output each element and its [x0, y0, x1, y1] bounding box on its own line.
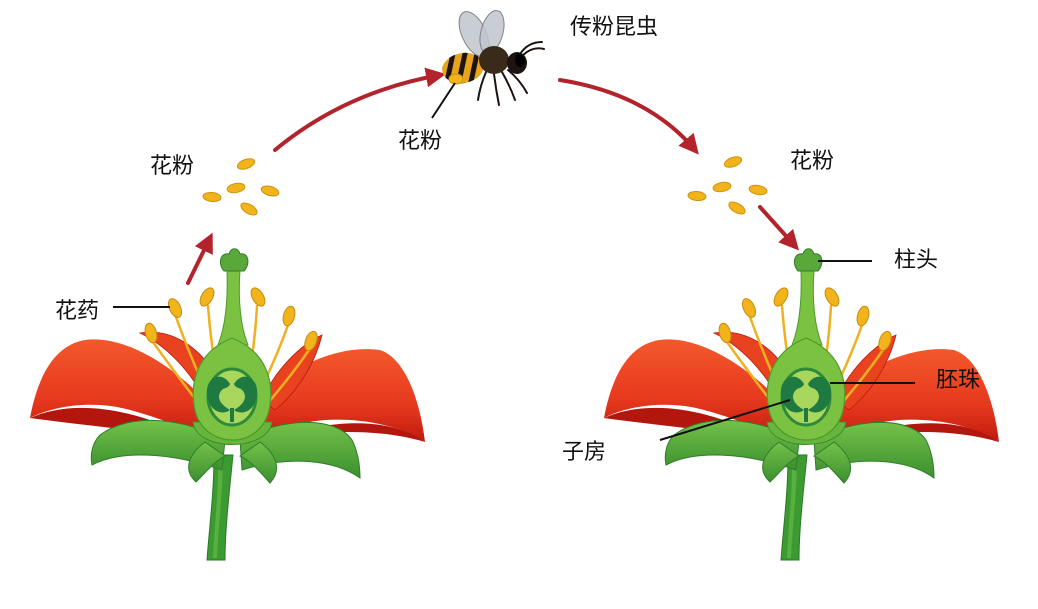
pollen-cluster-left: [202, 158, 280, 216]
label-ovule: 胚珠: [936, 368, 980, 393]
bee-antenna: [519, 41, 543, 55]
sepal-right: [239, 421, 361, 479]
anther: [250, 287, 266, 307]
right-flower: [602, 247, 1001, 562]
ovule-right: [234, 376, 258, 413]
pollen-grain: [748, 184, 768, 196]
arrow-anther-to-pollen: [186, 232, 213, 285]
pollen-grain: [687, 190, 707, 202]
pointer-bee-pollen: [431, 82, 456, 119]
petal-left-outer: [30, 339, 205, 440]
petal-right-underside: [270, 423, 425, 442]
pollen-grain: [728, 201, 746, 215]
pollen-cluster-right: [687, 156, 768, 215]
arrow-pollen-to-stigma: [758, 205, 800, 251]
sepal-lower-left: [188, 441, 226, 483]
pollen-grain: [202, 191, 222, 203]
anther: [199, 287, 215, 307]
style: [217, 269, 249, 346]
ovule-stalk: [230, 408, 234, 422]
label-pollen-left: 花粉: [150, 154, 194, 179]
pollen-grain: [712, 181, 732, 193]
pollen-grain: [226, 182, 246, 194]
pollen-grain: [236, 158, 256, 170]
label-pollen-right: 花粉: [790, 149, 834, 174]
label-ovary: 子房: [562, 440, 606, 465]
stigma: [219, 248, 249, 272]
arrow-insect-to-pollen: [558, 78, 699, 155]
bee-icon: [439, 10, 545, 106]
pollen-grain: [260, 185, 280, 197]
arrow-pollen-to-insect: [273, 67, 446, 152]
left-flower: [30, 248, 425, 561]
sepal-lower-right: [239, 441, 278, 484]
anthers: [144, 287, 318, 352]
label-anther: 花药: [55, 299, 99, 324]
ovule-left: [206, 376, 230, 413]
label-stigma: 柱头: [894, 248, 938, 273]
bee-eye: [515, 53, 525, 67]
stem-highlight: [213, 465, 223, 558]
pollen-grain: [240, 202, 258, 216]
bee-pollen-load: [448, 73, 464, 85]
label-pollen-insect: 花粉: [398, 129, 442, 154]
bee-thorax: [479, 46, 509, 74]
anther: [282, 305, 296, 327]
pollen-grain: [723, 156, 743, 168]
label-insect: 传粉昆虫: [570, 15, 658, 40]
pointer-ovary: [659, 399, 791, 441]
anther: [167, 298, 183, 318]
anther: [304, 330, 318, 352]
anther: [144, 322, 158, 344]
bee-antenna: [522, 47, 545, 56]
